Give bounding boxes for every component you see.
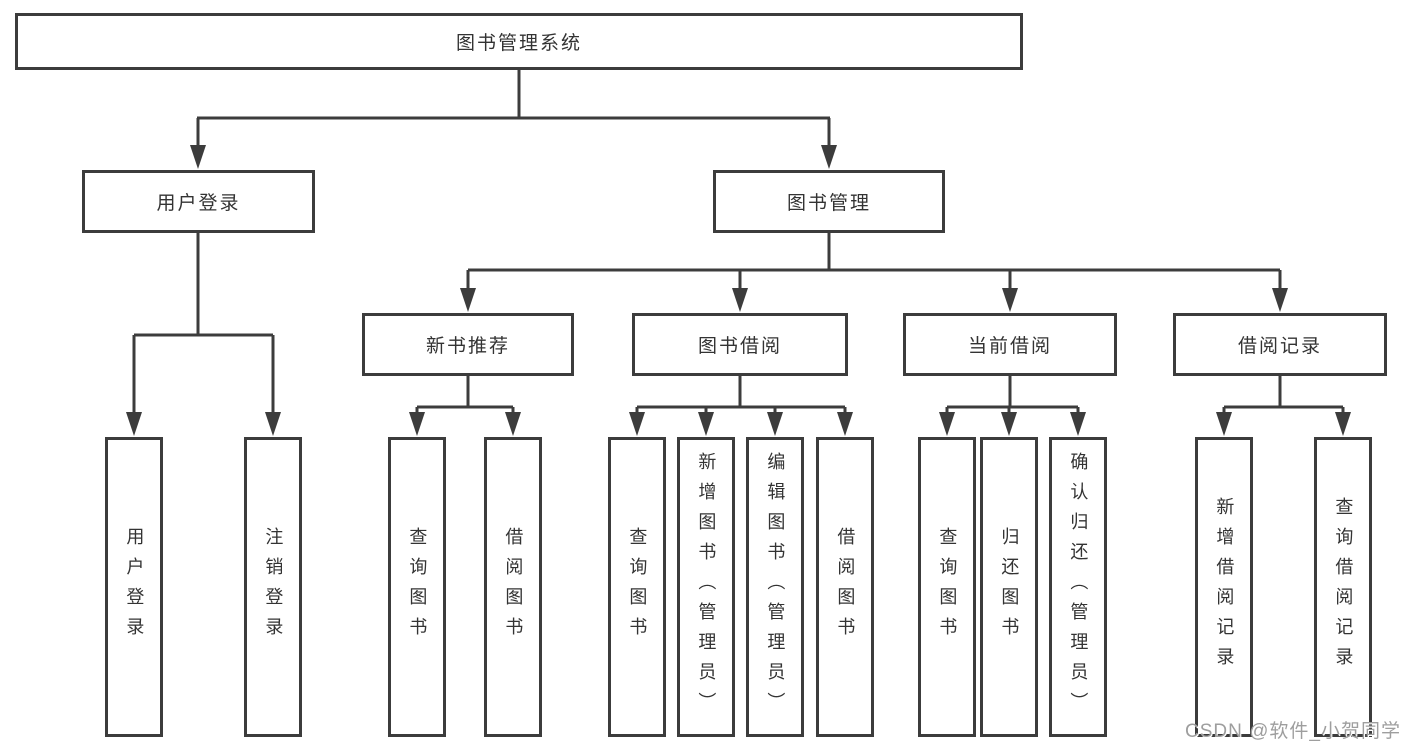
leaf-records-query-borrow-record: 查询借阅记录 bbox=[1314, 437, 1372, 737]
leaf-label: 注销登录 bbox=[263, 527, 284, 647]
leaf-label: 新增借阅记录 bbox=[1214, 497, 1235, 677]
leaf-current-query-books: 查询图书 bbox=[918, 437, 976, 737]
node-new-book-recommend: 新书推荐 bbox=[362, 313, 574, 376]
leaf-label: 用户登录 bbox=[124, 527, 145, 647]
node-user-login: 用户登录 bbox=[82, 170, 315, 233]
leaf-label: 借阅图书 bbox=[503, 527, 524, 647]
leaf-borrowing-add-books-admin: 新增图书（管理员） bbox=[677, 437, 735, 737]
leaf-current-confirm-return-admin: 确认归还（管理员） bbox=[1049, 437, 1107, 737]
connector-book-borrowing-to-leaves bbox=[635, 376, 847, 414]
node-label: 用户登录 bbox=[156, 193, 241, 214]
leaf-label: 查询图书 bbox=[627, 527, 648, 647]
leaf-label: 查询图书 bbox=[407, 527, 428, 647]
leaf-user-login: 用户登录 bbox=[105, 437, 163, 737]
leaf-borrowing-query-books: 查询图书 bbox=[608, 437, 666, 737]
node-current-borrowing: 当前借阅 bbox=[903, 313, 1117, 376]
connector-root-to-level2 bbox=[196, 70, 831, 150]
leaf-borrowing-borrow-books: 借阅图书 bbox=[816, 437, 874, 737]
connector-new-book-recommend-to-leaves bbox=[415, 376, 515, 414]
leaf-label: 借阅图书 bbox=[835, 527, 856, 647]
node-label: 图书管理 bbox=[786, 193, 871, 214]
leaf-recommend-borrow-books: 借阅图书 bbox=[484, 437, 542, 737]
leaf-label: 确认归还（管理员） bbox=[1068, 452, 1089, 722]
node-label: 图书借阅 bbox=[697, 336, 782, 357]
leaf-label: 归还图书 bbox=[999, 527, 1020, 647]
connector-current-borrowing-to-leaves bbox=[945, 376, 1080, 414]
connector-book-management-to-level3 bbox=[466, 233, 1282, 293]
leaf-recommend-query-books: 查询图书 bbox=[388, 437, 446, 737]
leaf-borrowing-edit-books-admin: 编辑图书（管理员） bbox=[746, 437, 804, 737]
node-label: 借阅记录 bbox=[1237, 336, 1322, 357]
leaf-label: 查询借阅记录 bbox=[1333, 497, 1354, 677]
node-label: 新书推荐 bbox=[425, 336, 510, 357]
leaf-records-add-borrow-record: 新增借阅记录 bbox=[1195, 437, 1253, 737]
leaf-logout: 注销登录 bbox=[244, 437, 302, 737]
connector-borrow-records-to-leaves bbox=[1222, 376, 1345, 414]
leaf-label: 查询图书 bbox=[937, 527, 958, 647]
csdn-watermark: CSDN @软件_小贺同学 bbox=[1185, 721, 1401, 742]
node-label: 当前借阅 bbox=[967, 336, 1052, 357]
connector-user-login-to-leaves bbox=[132, 233, 275, 414]
leaf-label: 新增图书（管理员） bbox=[696, 452, 717, 722]
node-label: 图书管理系统 bbox=[455, 33, 582, 54]
leaf-label: 编辑图书（管理员） bbox=[765, 452, 786, 722]
node-book-borrowing: 图书借阅 bbox=[632, 313, 848, 376]
leaf-current-return-books: 归还图书 bbox=[980, 437, 1038, 737]
node-book-management: 图书管理 bbox=[713, 170, 945, 233]
node-library-management-system: 图书管理系统 bbox=[15, 13, 1023, 70]
node-borrow-records: 借阅记录 bbox=[1173, 313, 1387, 376]
